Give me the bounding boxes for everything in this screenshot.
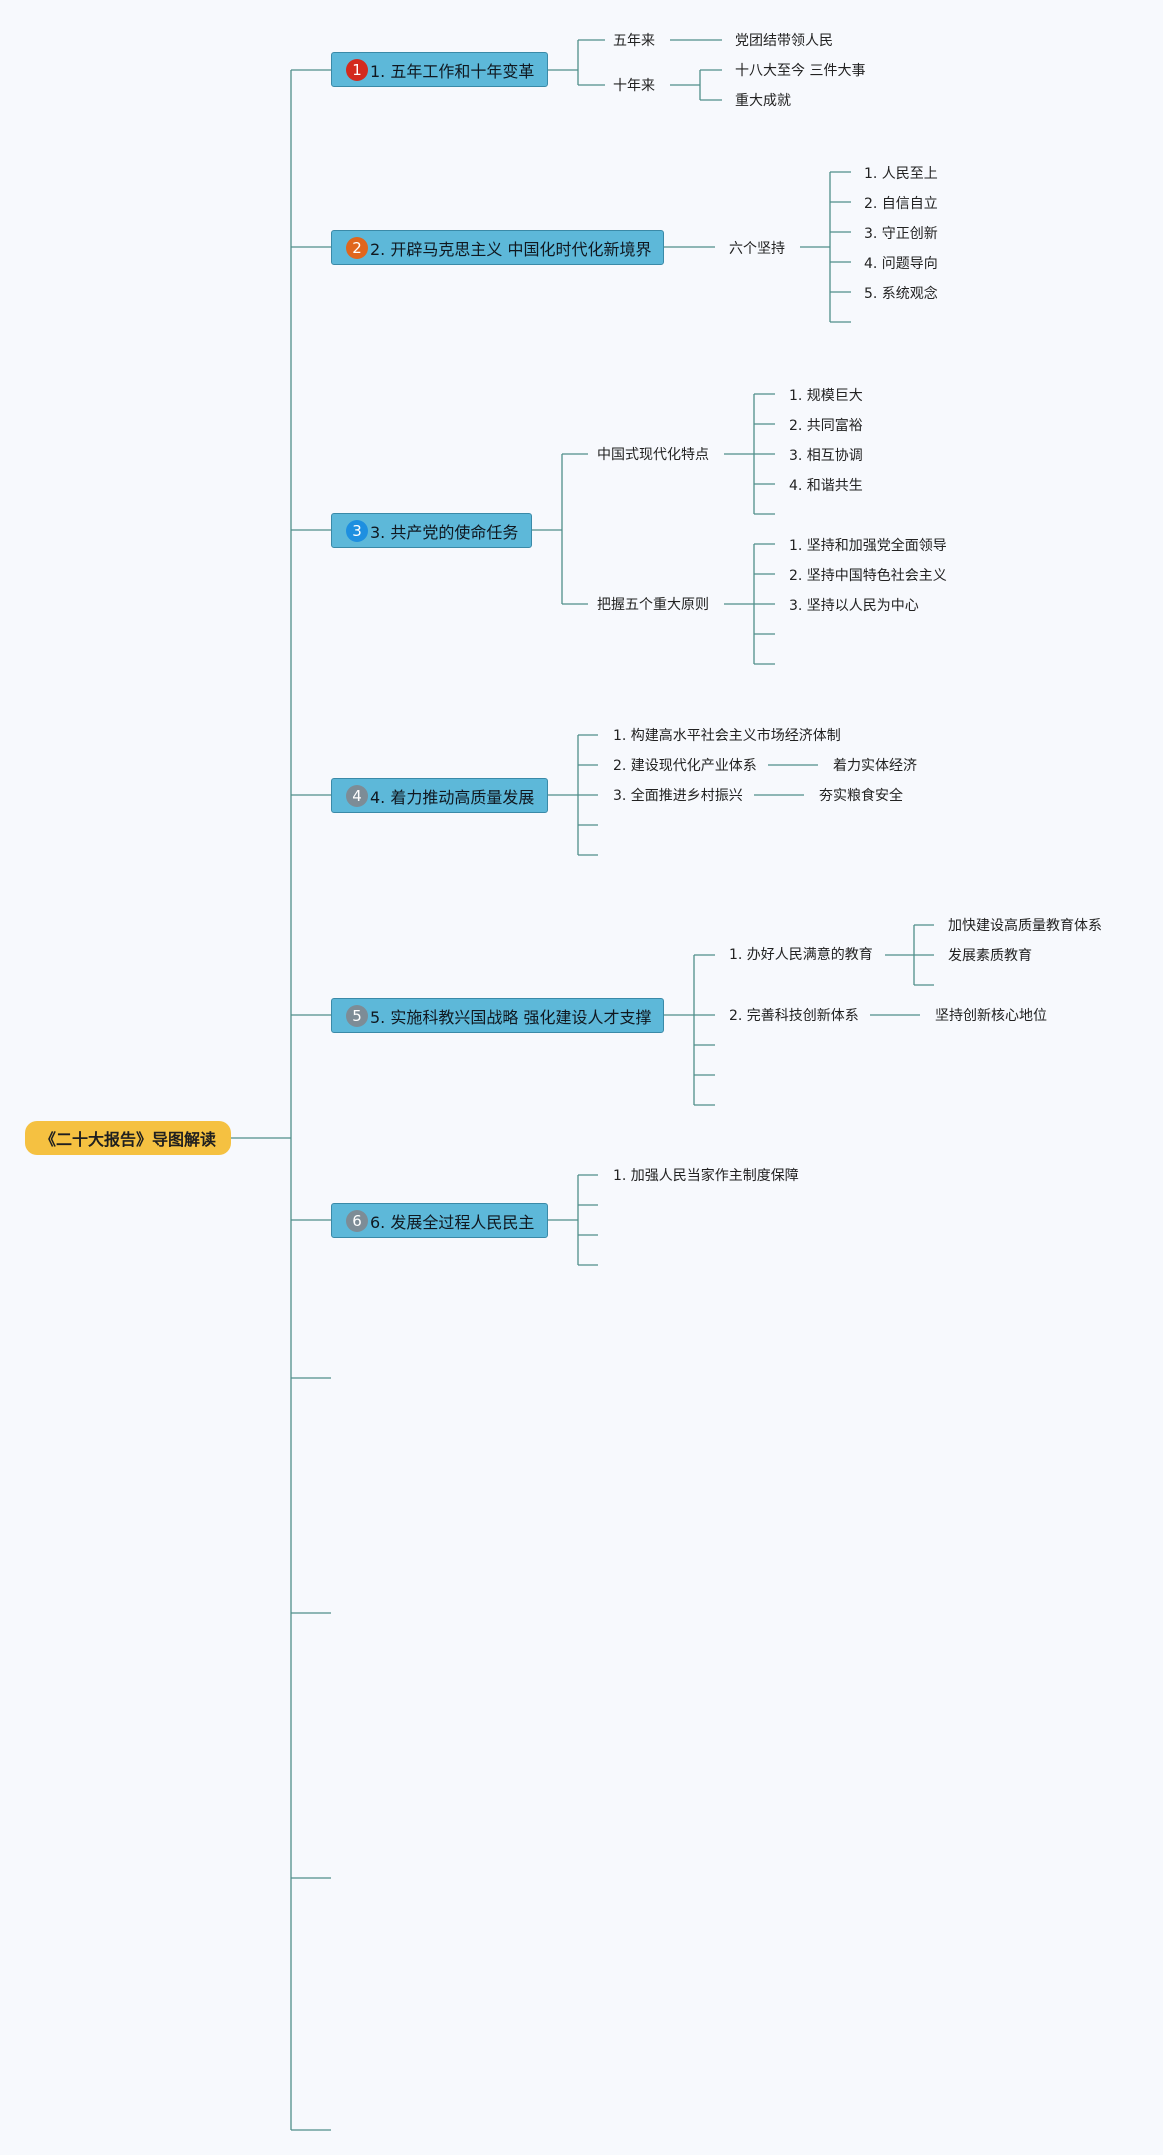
t1-shinian-child-1[interactable]: 十八大至今 三件大事	[735, 63, 866, 79]
t4-child-3-sub[interactable]: 夯实粮食安全	[819, 788, 903, 804]
t3-a-child-2[interactable]: 2. 共同富裕	[789, 418, 863, 434]
t2-child-5[interactable]: 5. 系统观念	[864, 286, 938, 302]
t1-wunian[interactable]: 五年来	[613, 33, 655, 49]
t5-b-child[interactable]: 坚持创新核心地位	[935, 1008, 1047, 1024]
t2-child-4[interactable]: 4. 问题导向	[864, 256, 938, 272]
t4-child-3[interactable]: 3. 全面推进乡村振兴	[613, 788, 743, 804]
t2-liuge-jianchi[interactable]: 六个坚持	[729, 241, 785, 257]
t5-a-label[interactable]: 1. 办好人民满意的教育	[729, 947, 873, 963]
topic-4[interactable]: 4 4. 着力推动高质量发展	[331, 778, 548, 813]
t3-a-child-3[interactable]: 3. 相互协调	[789, 448, 863, 464]
root-node[interactable]: 《二十大报告》导图解读	[25, 1121, 231, 1155]
t1-wunian-child[interactable]: 党团结带领人民	[735, 33, 833, 49]
badge-4-icon: 4	[346, 784, 368, 807]
topic-5-label: 5. 实施科教兴国战略 强化建设人才支撑	[370, 1007, 652, 1027]
topic-3-label: 3. 共产党的使命任务	[370, 522, 519, 542]
topic-5[interactable]: 5 5. 实施科教兴国战略 强化建设人才支撑	[331, 998, 664, 1033]
topic-6[interactable]: 6 6. 发展全过程人民民主	[331, 1203, 548, 1238]
t3-b-child-1[interactable]: 1. 坚持和加强党全面领导	[789, 538, 947, 554]
topic-2-label: 2. 开辟马克思主义 中国化时代化新境界	[370, 239, 652, 259]
t3-b-child-2[interactable]: 2. 坚持中国特色社会主义	[789, 568, 947, 584]
topic-2[interactable]: 2 2. 开辟马克思主义 中国化时代化新境界	[331, 230, 664, 265]
t5-a-child-2[interactable]: 发展素质教育	[948, 948, 1032, 964]
t4-child-1[interactable]: 1. 构建高水平社会主义市场经济体制	[613, 728, 841, 744]
t1-shinian-child-2[interactable]: 重大成就	[735, 93, 791, 109]
badge-3-icon: 3	[346, 519, 368, 542]
t6-child-1[interactable]: 1. 加强人民当家作主制度保障	[613, 1168, 799, 1184]
t2-child-1[interactable]: 1. 人民至上	[864, 166, 938, 182]
t3-b-child-3[interactable]: 3. 坚持以人民为中心	[789, 598, 919, 614]
topic-1-label: 1. 五年工作和十年变革	[370, 61, 535, 81]
t3-a-child-4[interactable]: 4. 和谐共生	[789, 478, 863, 494]
t5-a-child-1[interactable]: 加快建设高质量教育体系	[948, 918, 1102, 934]
t3-b-label[interactable]: 把握五个重大原则	[597, 597, 709, 613]
t5-b-label[interactable]: 2. 完善科技创新体系	[729, 1008, 859, 1024]
topic-4-label: 4. 着力推动高质量发展	[370, 787, 535, 807]
t2-child-2[interactable]: 2. 自信自立	[864, 196, 938, 212]
t1-shinian[interactable]: 十年来	[613, 78, 655, 94]
t4-child-2-sub[interactable]: 着力实体经济	[833, 758, 917, 774]
badge-2-icon: 2	[346, 236, 368, 259]
t4-child-2[interactable]: 2. 建设现代化产业体系	[613, 758, 757, 774]
t3-a-child-1[interactable]: 1. 规模巨大	[789, 388, 863, 404]
t2-child-3[interactable]: 3. 守正创新	[864, 226, 938, 242]
t3-a-label[interactable]: 中国式现代化特点	[597, 447, 709, 463]
badge-5-icon: 5	[346, 1004, 368, 1027]
badge-1-icon: 1	[346, 58, 368, 81]
topic-3[interactable]: 3 3. 共产党的使命任务	[331, 513, 532, 548]
topic-6-label: 6. 发展全过程人民民主	[370, 1212, 535, 1232]
badge-6-icon: 6	[346, 1209, 368, 1232]
topic-1[interactable]: 1 1. 五年工作和十年变革	[331, 52, 548, 87]
